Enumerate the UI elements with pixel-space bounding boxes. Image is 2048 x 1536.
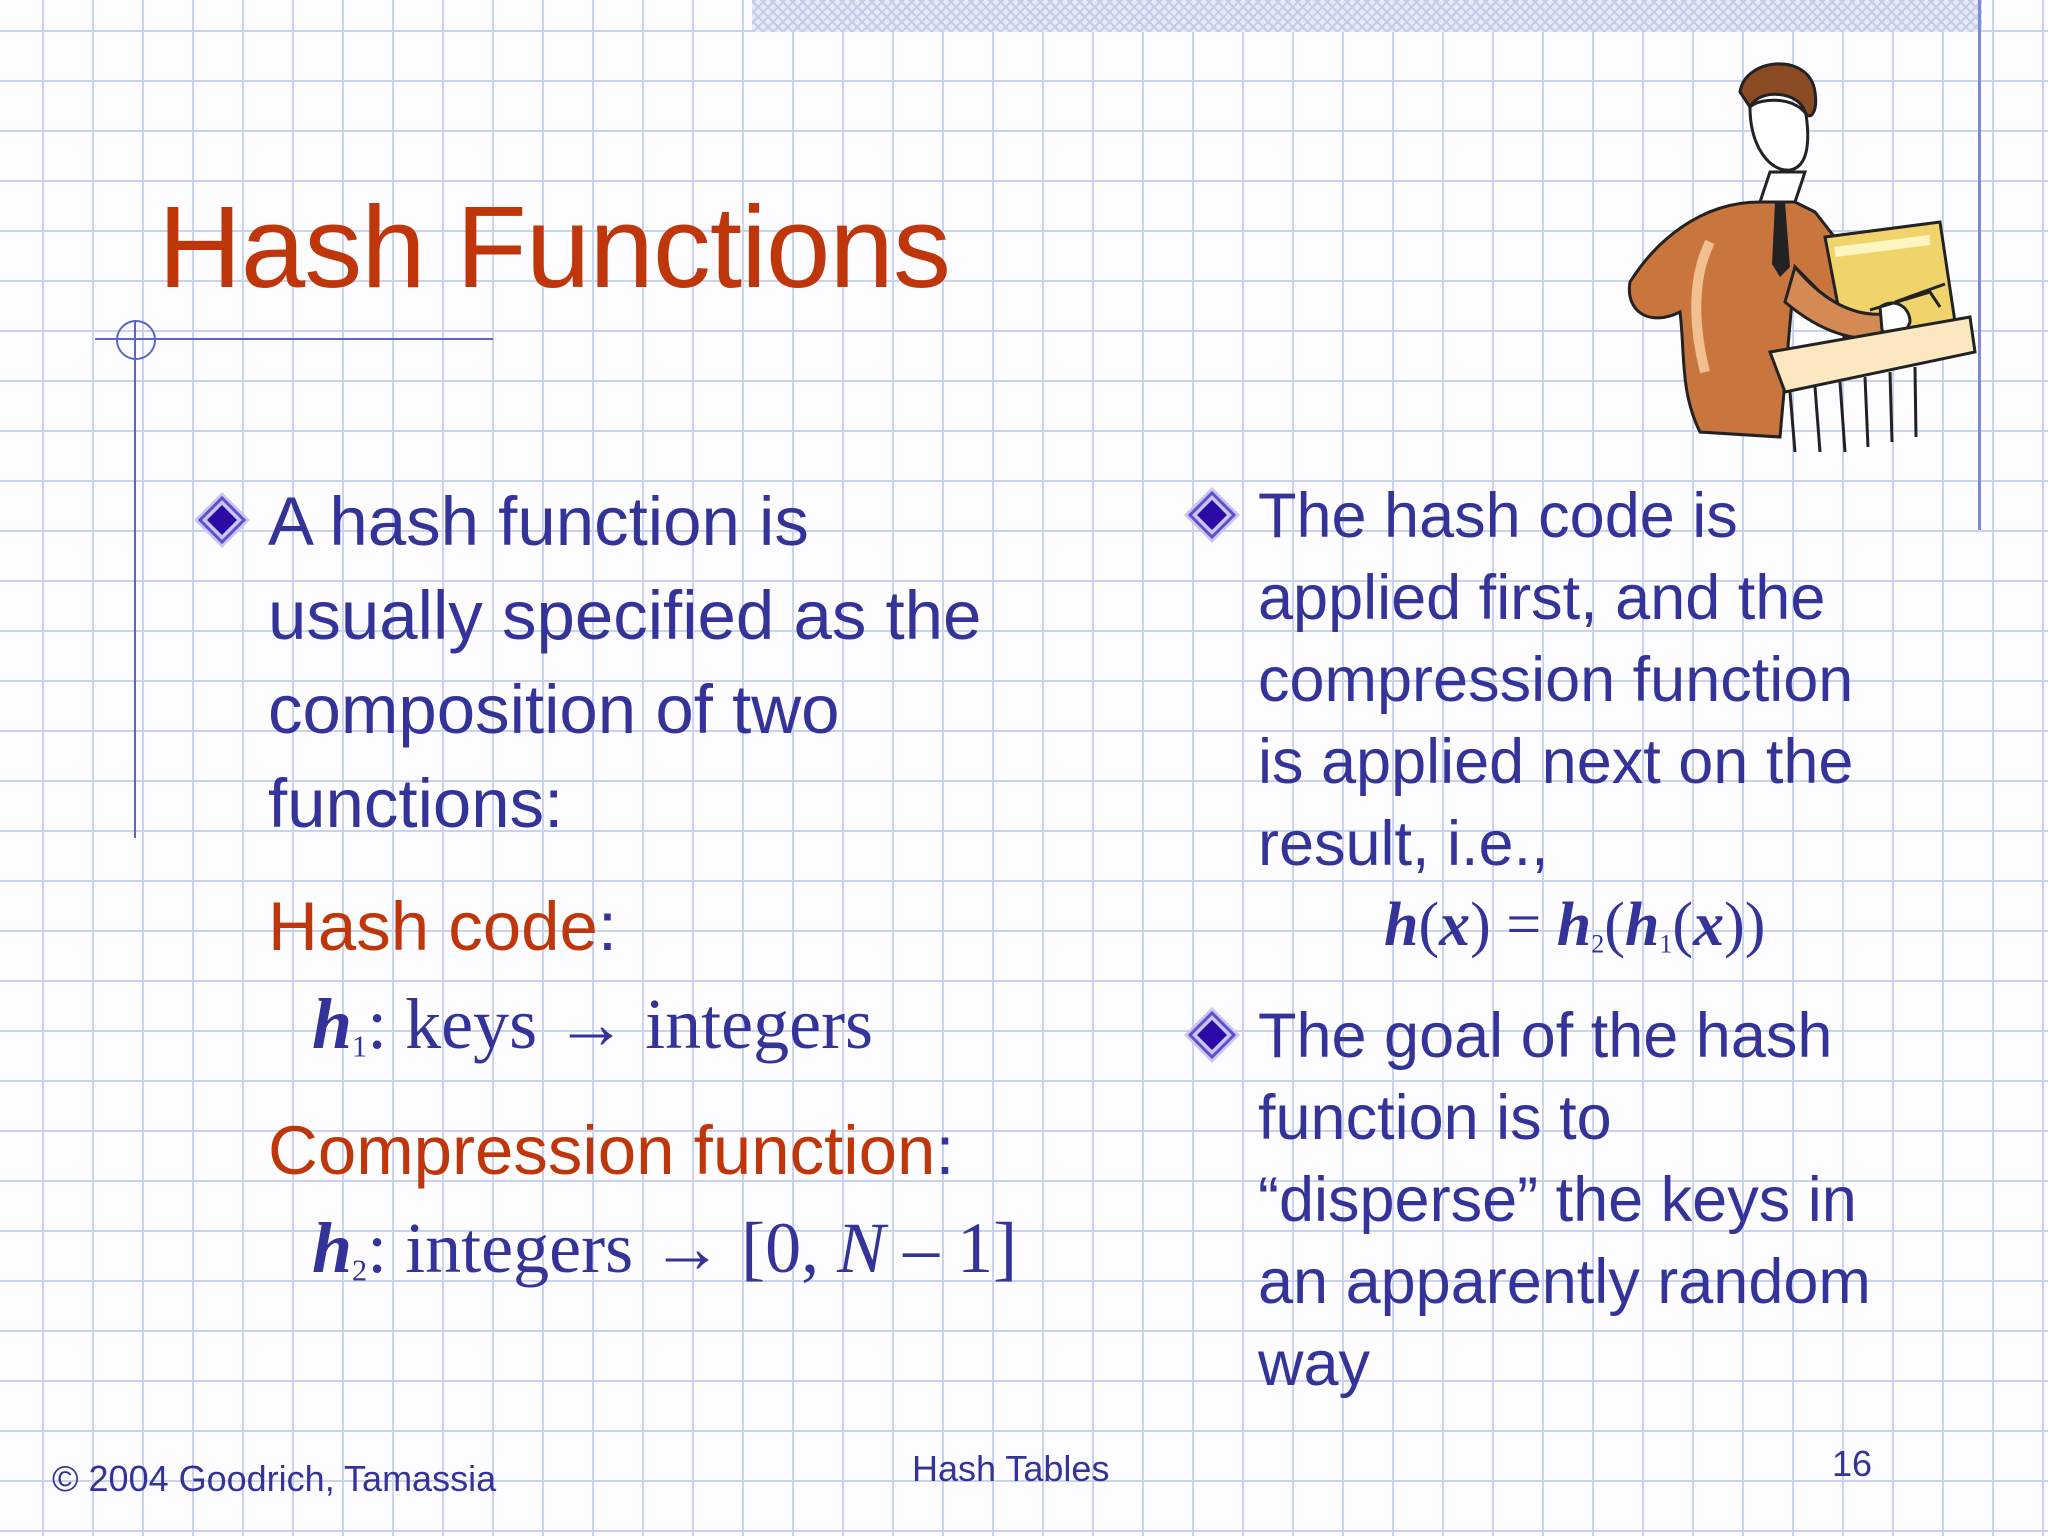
diamond-bullet-icon xyxy=(194,492,250,548)
top-pattern-band xyxy=(752,0,1982,32)
text-line: way xyxy=(1258,1329,1371,1399)
formula-h1-sub: 1 xyxy=(1659,929,1673,959)
formula-paren: ( xyxy=(1418,891,1440,959)
page-number: 16 xyxy=(1832,1443,1873,1484)
footer-title: Hash Tables xyxy=(912,1448,1110,1489)
formula-h2: h xyxy=(1556,891,1592,959)
text-line: compression function xyxy=(1258,645,1854,715)
h1-mapping: : keys → integers xyxy=(367,984,874,1064)
text-line: The hash code is xyxy=(1258,481,1738,551)
colon: : xyxy=(597,888,618,965)
formula-equals: = xyxy=(1490,891,1557,959)
formula-h1: h xyxy=(1624,891,1660,959)
hash-code-label: Hash code xyxy=(268,888,598,965)
N-symbol: N xyxy=(837,1208,886,1288)
formula-h: h xyxy=(1384,891,1419,959)
diamond-bullet-icon xyxy=(1184,1007,1240,1063)
hash-code-heading: Hash code: xyxy=(268,880,617,974)
text-line: an apparently random xyxy=(1258,1247,1871,1317)
left-bullet-text: A hash function is usually specified as … xyxy=(268,475,981,851)
text-line: usually specified as the xyxy=(268,577,982,654)
formula-paren: )) xyxy=(1724,891,1766,959)
compression-label: Compression function xyxy=(268,1112,936,1189)
text-line: functions: xyxy=(268,765,564,842)
diamond-bullet-icon xyxy=(1184,487,1240,543)
colon: : xyxy=(935,1112,955,1189)
formula-x: x xyxy=(1693,891,1725,959)
compression-heading: Compression function: xyxy=(268,1104,955,1198)
formula-paren: ) xyxy=(1470,891,1491,959)
text-line: applied first, and the xyxy=(1258,563,1826,633)
h2-subscript: 2 xyxy=(352,1253,368,1288)
h2-mapping-end: – 1] xyxy=(885,1208,1018,1288)
h1-subscript: 1 xyxy=(352,1029,368,1064)
h2-mapping-start: : integers → [0, xyxy=(367,1208,838,1288)
right-decor-line xyxy=(1978,0,1981,530)
text-line: “disperse” the keys in xyxy=(1258,1165,1857,1235)
text-line: composition of two xyxy=(268,671,840,748)
text-line: result, i.e., xyxy=(1258,809,1549,879)
hash-code-formula: h1: keys → integers xyxy=(312,983,873,1066)
formula-paren: ( xyxy=(1672,891,1694,959)
compression-formula: h2: integers → [0, N – 1] xyxy=(312,1207,1017,1290)
left-vertical-line xyxy=(134,320,136,838)
text-line: The goal of the hash xyxy=(1258,1001,1833,1071)
title-underline xyxy=(95,338,493,340)
composition-formula: h(x) = h2(h1(x)) xyxy=(1384,890,1765,961)
formula-h2-sub: 2 xyxy=(1591,929,1605,959)
h1-symbol: h xyxy=(312,984,353,1064)
copyright-footer: © 2004 Goodrich, Tamassia xyxy=(52,1458,497,1499)
text-line: A hash function is xyxy=(268,483,809,560)
right-bullet-2-text: The goal of the hash function is to “dis… xyxy=(1258,995,1871,1405)
right-bullet-1-text: The hash code is applied first, and the … xyxy=(1258,475,1853,885)
h2-symbol: h xyxy=(312,1208,353,1288)
formula-x: x xyxy=(1439,891,1471,959)
slide-title: Hash Functions xyxy=(158,182,951,312)
formula-paren: ( xyxy=(1604,891,1625,959)
text-line: function is to xyxy=(1258,1083,1612,1153)
corner-circle xyxy=(116,320,156,360)
text-line: is applied next on the xyxy=(1258,727,1854,797)
clipart-woman-filing xyxy=(1627,62,1977,453)
